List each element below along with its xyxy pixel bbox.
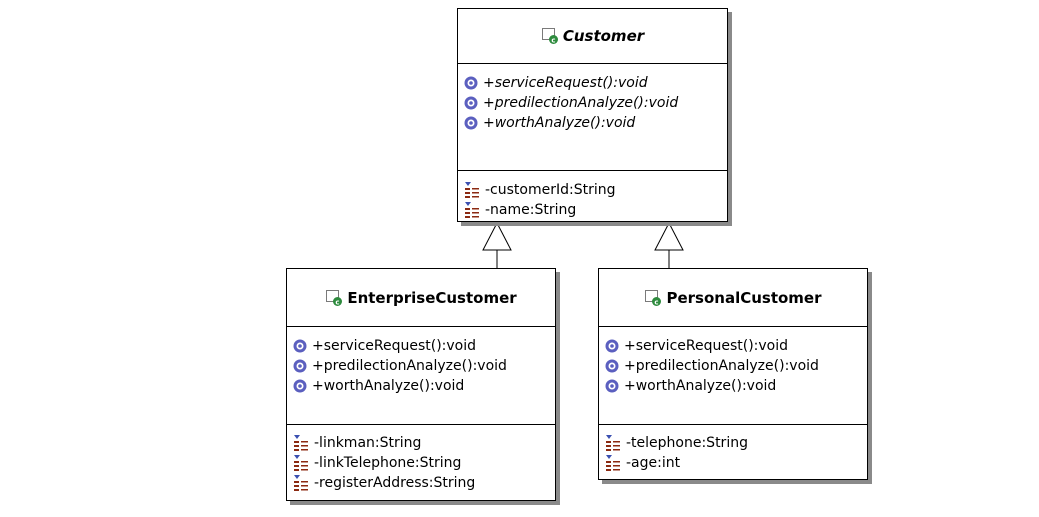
operation-icon xyxy=(605,359,619,373)
attribute-label: -linkman:String xyxy=(314,435,422,451)
attribute-label: -customerId:String xyxy=(485,182,616,198)
attribute-row[interactable]: -telephone:String xyxy=(604,433,867,453)
operations-compartment: +serviceRequest():void +predilectionAnal… xyxy=(599,327,867,425)
operation-row[interactable]: +serviceRequest():void xyxy=(604,336,867,356)
operation-icon xyxy=(464,116,478,130)
class-customer-header: c Customer xyxy=(458,9,727,64)
class-customer[interactable]: c Customer +serviceRequest():void +predi… xyxy=(457,8,728,222)
operation-row[interactable]: +serviceRequest():void xyxy=(292,336,555,356)
operation-icon xyxy=(293,359,307,373)
attribute-row[interactable]: -registerAddress:String xyxy=(292,473,555,493)
operation-row[interactable]: +predilectionAnalyze():void xyxy=(292,356,555,376)
class-personal-customer[interactable]: c PersonalCustomer +serviceRequest():voi… xyxy=(598,268,868,480)
attribute-row[interactable]: -customerId:String xyxy=(463,180,727,200)
attributes-compartment: -linkman:String -linkTelephone:String -r… xyxy=(287,425,555,493)
attributes-compartment: -telephone:String -age:int xyxy=(599,425,867,473)
class-icon: c xyxy=(326,289,343,306)
operation-label: +predilectionAnalyze():void xyxy=(312,358,507,374)
attribute-row[interactable]: -linkTelephone:String xyxy=(292,453,555,473)
attribute-label: -age:int xyxy=(626,455,681,471)
attribute-icon xyxy=(294,475,308,491)
operation-icon xyxy=(293,339,307,353)
operations-compartment: +serviceRequest():void +predilectionAnal… xyxy=(458,64,727,171)
attribute-label: -registerAddress:String xyxy=(314,475,476,491)
class-name: PersonalCustomer xyxy=(666,288,822,307)
operation-label: +worthAnalyze():void xyxy=(483,115,636,131)
operation-icon xyxy=(464,96,478,110)
attribute-icon xyxy=(465,202,479,218)
operation-row[interactable]: +serviceRequest():void xyxy=(463,73,727,93)
generalization-enterprise-to-customer xyxy=(482,221,512,268)
attribute-icon xyxy=(294,435,308,451)
attribute-row[interactable]: -linkman:String xyxy=(292,433,555,453)
attribute-label: -linkTelephone:String xyxy=(314,455,462,471)
attribute-icon xyxy=(465,182,479,198)
attribute-label: -telephone:String xyxy=(626,435,748,451)
operation-row[interactable]: +worthAnalyze():void xyxy=(292,376,555,396)
operations-compartment: +serviceRequest():void +predilectionAnal… xyxy=(287,327,555,425)
attribute-icon xyxy=(606,435,620,451)
svg-text:c: c xyxy=(336,298,340,306)
class-name: Customer xyxy=(562,27,645,45)
operation-row[interactable]: +worthAnalyze():void xyxy=(463,113,727,133)
operation-label: +serviceRequest():void xyxy=(312,338,477,354)
operation-icon xyxy=(605,339,619,353)
operation-label: +serviceRequest():void xyxy=(483,75,648,91)
operation-row[interactable]: +predilectionAnalyze():void xyxy=(604,356,867,376)
class-enterprise-customer-header: c EnterpriseCustomer xyxy=(287,269,555,327)
generalization-personal-to-customer xyxy=(654,221,684,268)
operation-icon xyxy=(293,379,307,393)
operation-label: +predilectionAnalyze():void xyxy=(483,95,679,111)
svg-text:c: c xyxy=(551,36,555,44)
attribute-label: -name:String xyxy=(485,202,577,218)
operation-label: +predilectionAnalyze():void xyxy=(624,358,819,374)
class-icon: c xyxy=(541,28,558,44)
svg-text:c: c xyxy=(655,298,659,306)
class-enterprise-customer[interactable]: c EnterpriseCustomer +serviceRequest():v… xyxy=(286,268,556,501)
class-personal-customer-header: c PersonalCustomer xyxy=(599,269,867,327)
attribute-icon xyxy=(294,455,308,471)
class-icon: c xyxy=(645,289,662,306)
operation-label: +serviceRequest():void xyxy=(624,338,789,354)
class-name: EnterpriseCustomer xyxy=(347,288,517,307)
operation-label: +worthAnalyze():void xyxy=(624,378,777,394)
attribute-row[interactable]: -age:int xyxy=(604,453,867,473)
operation-row[interactable]: +predilectionAnalyze():void xyxy=(463,93,727,113)
attribute-icon xyxy=(606,455,620,471)
attributes-compartment: -customerId:String -name:String xyxy=(458,171,727,220)
attribute-row[interactable]: -name:String xyxy=(463,200,727,220)
operation-icon xyxy=(464,76,478,90)
operation-label: +worthAnalyze():void xyxy=(312,378,465,394)
operation-row[interactable]: +worthAnalyze():void xyxy=(604,376,867,396)
operation-icon xyxy=(605,379,619,393)
